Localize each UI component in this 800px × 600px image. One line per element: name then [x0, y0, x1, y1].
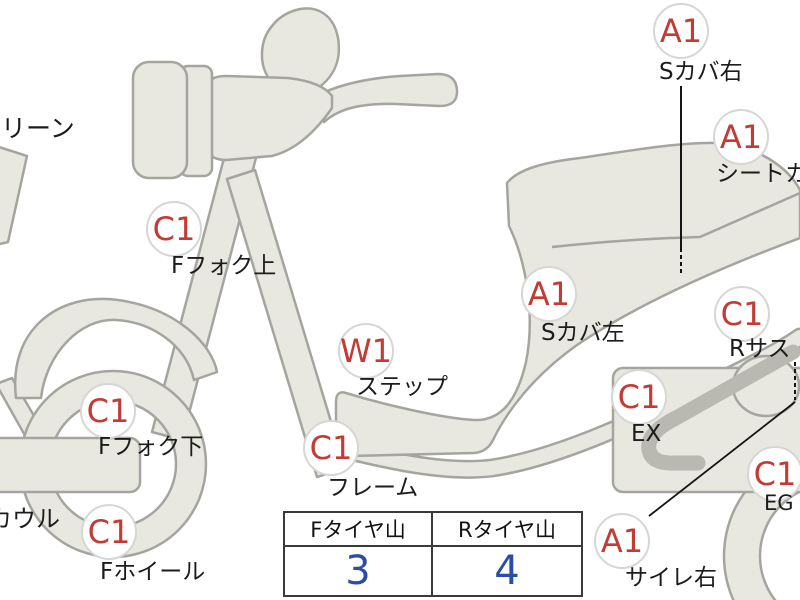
- label-cowl-partial: カウル: [0, 505, 60, 533]
- label-step: ステップ: [356, 374, 448, 400]
- handlebar-arm-shape: [314, 72, 459, 124]
- label-scover-left: Sカバ左: [541, 320, 625, 346]
- rear-tire-header: Rタイヤ山: [433, 513, 581, 547]
- grade-badge-seat: A1: [713, 109, 769, 165]
- seat-seam-line: [551, 191, 800, 249]
- grade-badge-engine: C1: [747, 446, 800, 502]
- rear-tire-value: 4: [494, 548, 520, 594]
- label-screen-partial: リーン: [1, 114, 75, 143]
- exhaust-pipe-shape: [641, 344, 800, 471]
- grade-badge-ffork-upper: C1: [146, 201, 202, 257]
- label-frame: フレーム: [327, 475, 419, 501]
- label-ffork-upper: Fフォク上: [171, 253, 277, 279]
- rear-wheel-inner: [758, 490, 800, 600]
- label-rsus: Rサス: [729, 336, 791, 362]
- grade-badge-frame: C1: [303, 420, 359, 476]
- label-scover-right: Sカバ右: [659, 59, 743, 85]
- grade-badge-scover-right: A1: [653, 3, 709, 59]
- handlebar-cover-shape: [204, 74, 334, 162]
- grade-badge-silencer-right: A1: [594, 513, 650, 569]
- grade-badge-rsus: C1: [714, 286, 770, 342]
- grade-badge-step: W1: [338, 323, 394, 379]
- label-silencer-right: サイレ右: [625, 565, 717, 591]
- tire-tread-table: Fタイヤ山 Rタイヤ山 3 4: [283, 511, 583, 597]
- label-ffork-lower: Fフォク下: [98, 434, 204, 460]
- windscreen-shape: [0, 145, 29, 246]
- label-engine: EG: [764, 491, 794, 515]
- label-exhaust: EX: [631, 421, 662, 447]
- front-fender-shape: [13, 297, 219, 400]
- front-tire-header: Fタイヤ山: [285, 513, 433, 547]
- grade-badge-exhaust: C1: [611, 369, 667, 425]
- grade-badge-fwheel: C1: [81, 504, 137, 560]
- rear-tire-shape: [724, 452, 800, 600]
- cowl-shape: [0, 436, 142, 494]
- grade-badge-ffork-lower: C1: [80, 383, 136, 439]
- headlight-shape: [131, 60, 189, 180]
- label-fwheel: Fホイール: [100, 559, 206, 585]
- rear-wheel-outer: [722, 451, 800, 600]
- grade-badge-scover-left: A1: [521, 266, 577, 322]
- leader-silencer-right: [648, 401, 796, 517]
- label-seat: シートカ: [716, 161, 800, 187]
- leg-shield-shape: [225, 168, 347, 479]
- front-tire-value: 3: [285, 547, 433, 595]
